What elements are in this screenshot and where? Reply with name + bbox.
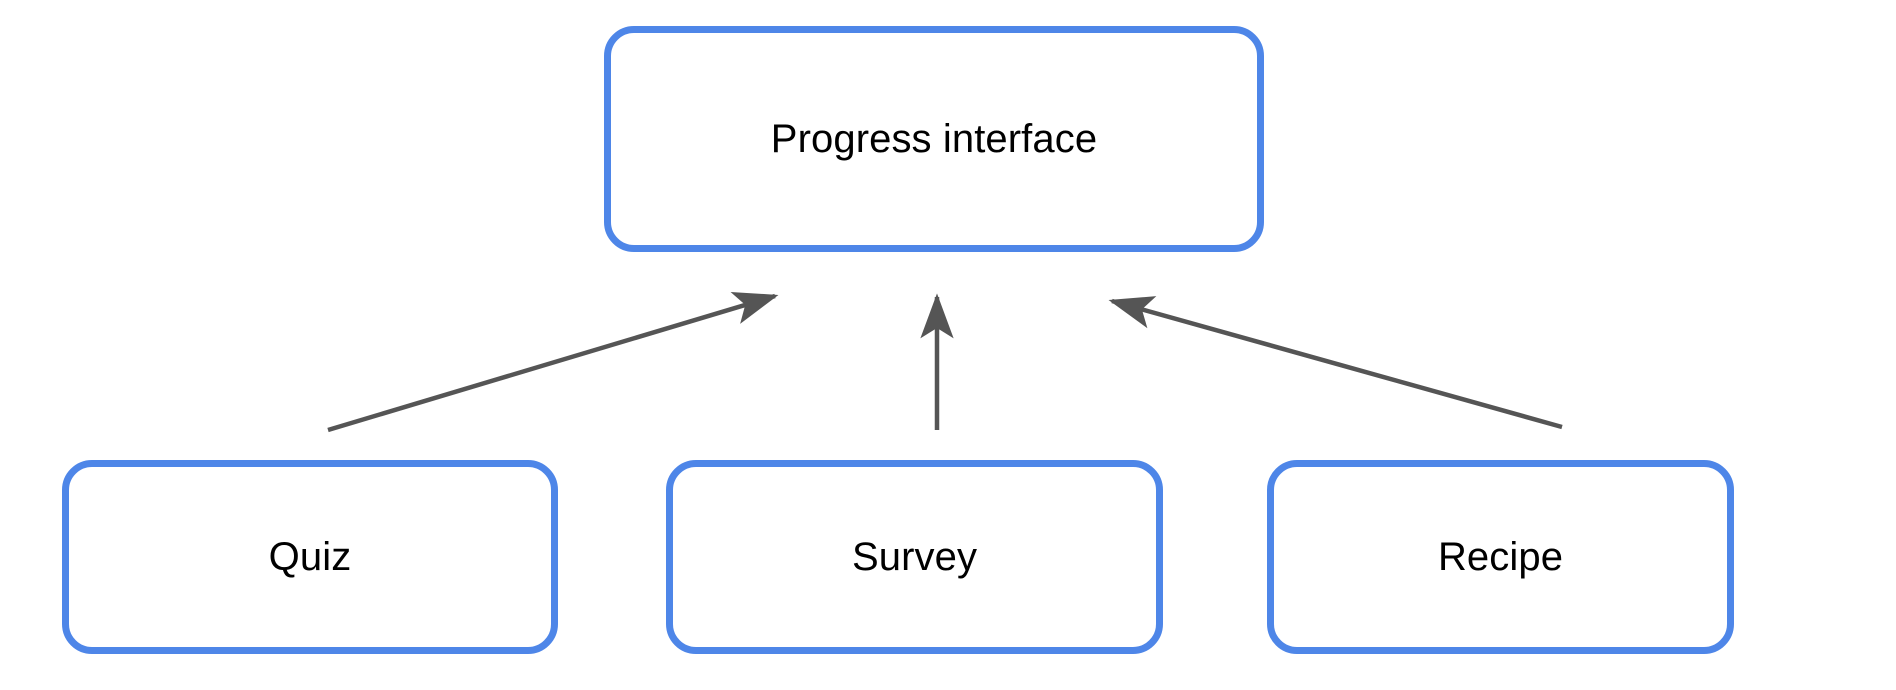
node-label-survey: Survey — [851, 535, 978, 579]
node-quiz[interactable]: Quiz — [62, 460, 558, 654]
node-recipe[interactable]: Recipe — [1267, 460, 1734, 654]
edge-recipe-to-progress-interface — [1108, 296, 1563, 430]
node-label-progress-interface: Progress interface — [770, 117, 1098, 161]
edge-quiz-to-progress-interface — [327, 291, 779, 433]
node-survey[interactable]: Survey — [666, 460, 1163, 654]
node-label-recipe: Recipe — [1437, 535, 1564, 579]
node-label-quiz: Quiz — [268, 535, 352, 579]
node-progress-interface[interactable]: Progress interface — [604, 26, 1264, 252]
